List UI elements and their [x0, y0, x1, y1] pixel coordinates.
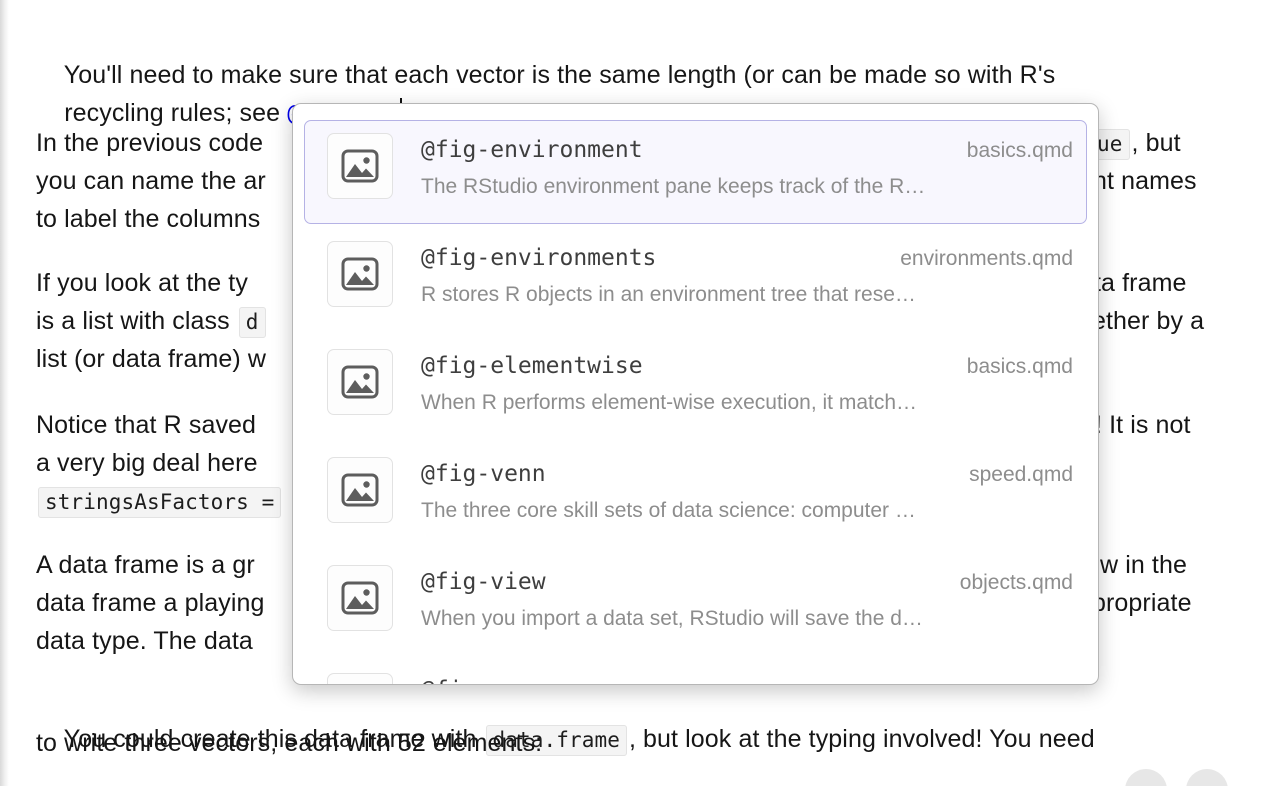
autocomplete-item-fig-venn[interactable]: @fig-venn speed.qmd The three core skill… — [293, 437, 1098, 545]
editor-text: propriate — [1092, 589, 1192, 617]
editor-line: a very big deal here — [36, 446, 258, 480]
selected-item-highlight — [304, 120, 1087, 224]
editor-text: data frame a playing — [36, 589, 265, 617]
editor-text: ow in the — [1086, 551, 1187, 579]
editor-text: ! It is not — [1095, 411, 1191, 439]
editor-line: propriate — [1092, 586, 1192, 620]
editor-text: is a list with class — [36, 307, 237, 335]
item-title: @fig-environments — [421, 245, 657, 271]
autocomplete-item-fig-environments[interactable]: @fig-environments environments.qmd R sto… — [293, 221, 1098, 329]
editor-line: ! It is not — [1095, 408, 1191, 442]
editor-text: If you look at the ty — [36, 269, 248, 297]
item-description: R stores R objects in an environment tre… — [421, 283, 916, 306]
figure-thumbnail — [327, 349, 393, 415]
autocomplete-item-fig-elementwise[interactable]: @fig-elementwise basics.qmd When R perfo… — [293, 329, 1098, 437]
editor-line: Notice that R saved — [36, 408, 256, 442]
code-chip: stringsAsFactors = — [38, 487, 282, 518]
item-file: speed.qmd — [969, 463, 1073, 486]
editor-text: list (or data frame) w — [36, 345, 267, 373]
editor-line: ether by a — [1092, 304, 1204, 338]
editor-line: ue, but — [1088, 126, 1181, 161]
editor-text: ether by a — [1092, 307, 1205, 335]
editor-line: list (or data frame) w — [36, 342, 266, 376]
figure-thumbnail — [327, 565, 393, 631]
figure-thumbnail — [327, 457, 393, 523]
code-chip: d — [238, 307, 266, 338]
item-file: objects.qmd — [959, 571, 1073, 594]
item-title: @fig-view — [421, 569, 546, 595]
floating-nav-button-right[interactable] — [1186, 769, 1228, 786]
editor-text: to write three vectors, each with 52 ele… — [36, 729, 543, 757]
item-file: basics.qmd — [966, 355, 1073, 378]
figure-thumbnail — [327, 241, 393, 307]
editor-line: If you look at the ty — [36, 266, 248, 300]
pane-edge-shadow — [0, 0, 9, 786]
figure-thumbnail — [327, 673, 393, 684]
image-icon — [341, 473, 379, 507]
item-title: @fig- — [421, 677, 490, 684]
image-icon — [341, 365, 379, 399]
autocomplete-item-partial[interactable]: @fig- — [293, 653, 1098, 684]
image-icon — [341, 257, 379, 291]
editor-line: to write three vectors, each with 52 ele… — [36, 726, 542, 760]
editor-text: Notice that R saved — [36, 411, 257, 439]
editor-text: You'll need to make sure that each vecto… — [63, 61, 1056, 89]
item-description: When you import a data set, RStudio will… — [421, 607, 923, 630]
code-chip: data.frame — [485, 725, 627, 756]
editor-line: A data frame is a gr — [36, 548, 255, 582]
editor-text: , but look at the typing involved! You n… — [628, 725, 1095, 753]
editor-line: You could create this data frame with da… — [36, 688, 1095, 786]
figure-thumbnail — [327, 133, 393, 199]
editor-line: data type. The data — [36, 624, 253, 658]
editor-line: stringsAsFactors = — [36, 484, 283, 519]
editor-text: recycling rules; see — [64, 99, 288, 127]
item-description: The RStudio environment pane keeps track… — [421, 175, 926, 198]
editor-text: A data frame is a gr — [36, 551, 255, 579]
editor-text: to label the columns — [36, 205, 261, 233]
item-title: @fig-venn — [421, 461, 546, 487]
crossref-autocomplete-popup: @fig-environment basics.qmd The RStudio … — [292, 103, 1099, 685]
image-icon — [341, 149, 379, 183]
editor-line: In the previous code — [36, 126, 263, 160]
item-title: @fig-environment — [421, 137, 643, 163]
editor-text: In the previous code — [36, 129, 264, 157]
item-description: When R performs element-wise execution, … — [421, 391, 918, 414]
editor-text: data type. The data — [36, 627, 253, 655]
editor-text: You could create this data frame with — [63, 725, 484, 753]
item-description: The three core skill sets of data scienc… — [421, 499, 916, 522]
editor-line: ta frame — [1094, 266, 1187, 300]
editor-text: nt names — [1093, 167, 1197, 195]
editor-line: is a list with class d — [36, 304, 268, 339]
editor-line: You'll need to make sure that each vecto… — [36, 24, 1055, 126]
image-icon — [341, 581, 379, 615]
editor-line: data frame a playing — [36, 586, 265, 620]
editor-text: ta frame — [1094, 269, 1187, 297]
editor-text: you can name the ar — [36, 167, 266, 195]
editor-line: ow in the — [1086, 548, 1187, 582]
editor-line: nt names — [1093, 164, 1197, 198]
floating-nav-button-left[interactable] — [1125, 769, 1167, 786]
editor-line: to label the columns — [36, 202, 260, 236]
editor-line: you can name the ar — [36, 164, 266, 198]
editor-text: , but — [1131, 129, 1181, 157]
autocomplete-item-fig-view[interactable]: @fig-view objects.qmd When you import a … — [293, 545, 1098, 653]
item-file: environments.qmd — [900, 247, 1073, 270]
editor-text: a very big deal here — [36, 449, 258, 477]
item-title: @fig-elementwise — [421, 353, 643, 379]
item-file: basics.qmd — [966, 139, 1073, 162]
autocomplete-item-fig-environment[interactable]: @fig-environment basics.qmd The RStudio … — [293, 113, 1098, 224]
